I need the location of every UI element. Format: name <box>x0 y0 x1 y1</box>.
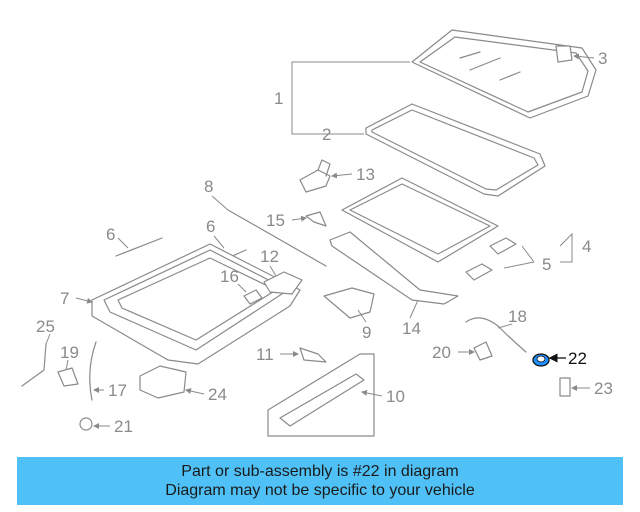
callout-3: 3 <box>598 49 607 68</box>
banner-line-1: Part or sub-assembly is #22 in diagram <box>181 463 459 480</box>
leader-4-5 <box>503 232 573 269</box>
leader-18 <box>497 323 513 329</box>
callout-1: 1 <box>274 89 283 108</box>
bracket-13 <box>299 159 331 193</box>
frame-brackets <box>465 237 517 281</box>
banner-line-2: Diagram may not be specific to your vehi… <box>165 482 475 499</box>
bolt-11 <box>299 347 327 363</box>
main-frame <box>91 243 301 365</box>
callout-9: 9 <box>362 323 371 342</box>
callout-6-right: 6 <box>206 217 215 236</box>
callout-11: 11 <box>256 345 274 364</box>
clip-16 <box>243 289 263 305</box>
callout-21: 21 <box>114 417 133 436</box>
arrow-15 <box>291 215 307 222</box>
hose-17 <box>89 341 97 401</box>
callout-13: 13 <box>356 165 375 184</box>
leader-12 <box>269 265 277 277</box>
weatherstrip <box>365 103 546 197</box>
info-banner: Part or sub-assembly is #22 in diagram D… <box>17 457 623 505</box>
bracket-12 <box>263 271 303 295</box>
sunroof-frame <box>341 177 499 263</box>
callout-8: 8 <box>204 177 213 196</box>
callout-23: 23 <box>594 379 613 398</box>
arrow-3 <box>573 53 595 60</box>
arrow-7 <box>75 297 93 304</box>
guide-rail <box>329 231 459 305</box>
callout-4: 4 <box>582 237 591 256</box>
rod-6-left <box>115 237 163 257</box>
rod-8 <box>227 209 327 267</box>
callout-18: 18 <box>508 307 527 326</box>
leader-6-left <box>117 237 129 249</box>
clamp-21 <box>79 417 93 431</box>
callout-25: 25 <box>36 317 55 336</box>
leader-1 <box>291 61 410 135</box>
bracket-9 <box>323 287 375 319</box>
leader-9 <box>357 309 367 323</box>
callout-19: 19 <box>60 343 79 362</box>
callout-16: 16 <box>220 267 239 286</box>
callout-14: 14 <box>402 319 421 338</box>
cover-panel-10 <box>267 353 375 437</box>
glass-panel <box>411 29 597 119</box>
bolt-3 <box>555 45 573 63</box>
callout-7: 7 <box>60 289 69 308</box>
leader-14 <box>409 299 419 319</box>
parts-diagram: 1 2 3 4 5 6 6 7 8 9 10 11 12 13 14 15 16… <box>21 29 613 437</box>
leader-25 <box>45 333 51 345</box>
arrow-13 <box>331 172 353 179</box>
fitting-23 <box>559 377 571 397</box>
clip-19 <box>57 367 79 387</box>
callout-10: 10 <box>386 387 405 406</box>
callout-22: 22 <box>568 349 587 368</box>
clip-20 <box>473 341 493 361</box>
callout-20: 20 <box>432 343 451 362</box>
hose-25 <box>21 343 47 387</box>
leader-19 <box>65 359 69 371</box>
arrow-24 <box>185 388 205 395</box>
callout-5: 5 <box>542 255 551 274</box>
callout-17: 17 <box>108 381 127 400</box>
trim-piece-15 <box>305 211 327 227</box>
arrow-10 <box>361 390 383 397</box>
callout-12: 12 <box>260 247 279 266</box>
leader-6-right <box>213 235 225 249</box>
grommet-22 <box>532 353 550 367</box>
leader-8 <box>211 195 229 211</box>
callout-15: 15 <box>266 211 285 230</box>
callout-2: 2 <box>322 125 331 144</box>
leader-16 <box>237 283 247 293</box>
callout-6-left: 6 <box>106 225 115 244</box>
drain-hose-18 <box>465 317 527 353</box>
motor-24 <box>139 365 187 399</box>
callout-24: 24 <box>208 385 227 404</box>
